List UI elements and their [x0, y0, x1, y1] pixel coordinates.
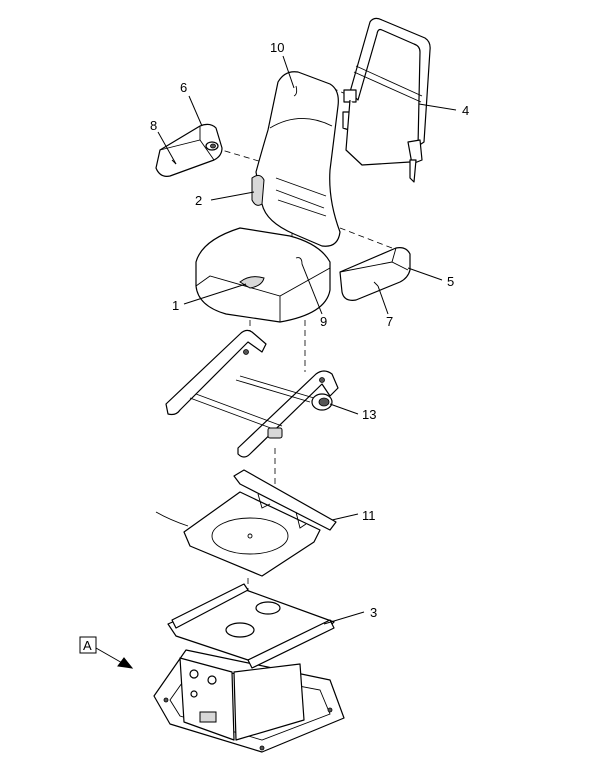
callout-7: 7 — [386, 314, 393, 329]
callout-11: 11 — [362, 508, 376, 523]
callout-labels: 10 6 8 2 4 5 7 1 9 13 11 3 — [150, 40, 469, 620]
callout-3: 3 — [370, 605, 377, 620]
view-a-box — [79, 636, 97, 654]
seat-slide-frame — [165, 329, 339, 458]
view-a-arrow-head — [117, 657, 134, 669]
view-a-arrow-shaft — [95, 647, 125, 665]
mounting-plate — [155, 469, 337, 577]
callout-leaders — [157, 55, 457, 625]
head-restraint-frame — [342, 17, 431, 183]
view-a-label: A — [83, 638, 92, 653]
suspension-base — [153, 583, 345, 753]
callout-2: 2 — [195, 193, 202, 208]
callout-10: 10 — [270, 40, 284, 55]
seat-backrest — [251, 71, 341, 247]
callout-1: 1 — [172, 298, 179, 313]
callout-6: 6 — [180, 80, 187, 95]
callout-9: 9 — [320, 314, 327, 329]
seat-cushion — [195, 227, 331, 323]
right-armrest — [339, 247, 411, 301]
callout-5: 5 — [447, 274, 454, 289]
callout-8: 8 — [150, 118, 157, 133]
callout-13: 13 — [362, 407, 376, 422]
view-a-indicator: A — [79, 636, 134, 669]
left-armrest — [155, 123, 223, 177]
callout-4: 4 — [462, 103, 469, 118]
